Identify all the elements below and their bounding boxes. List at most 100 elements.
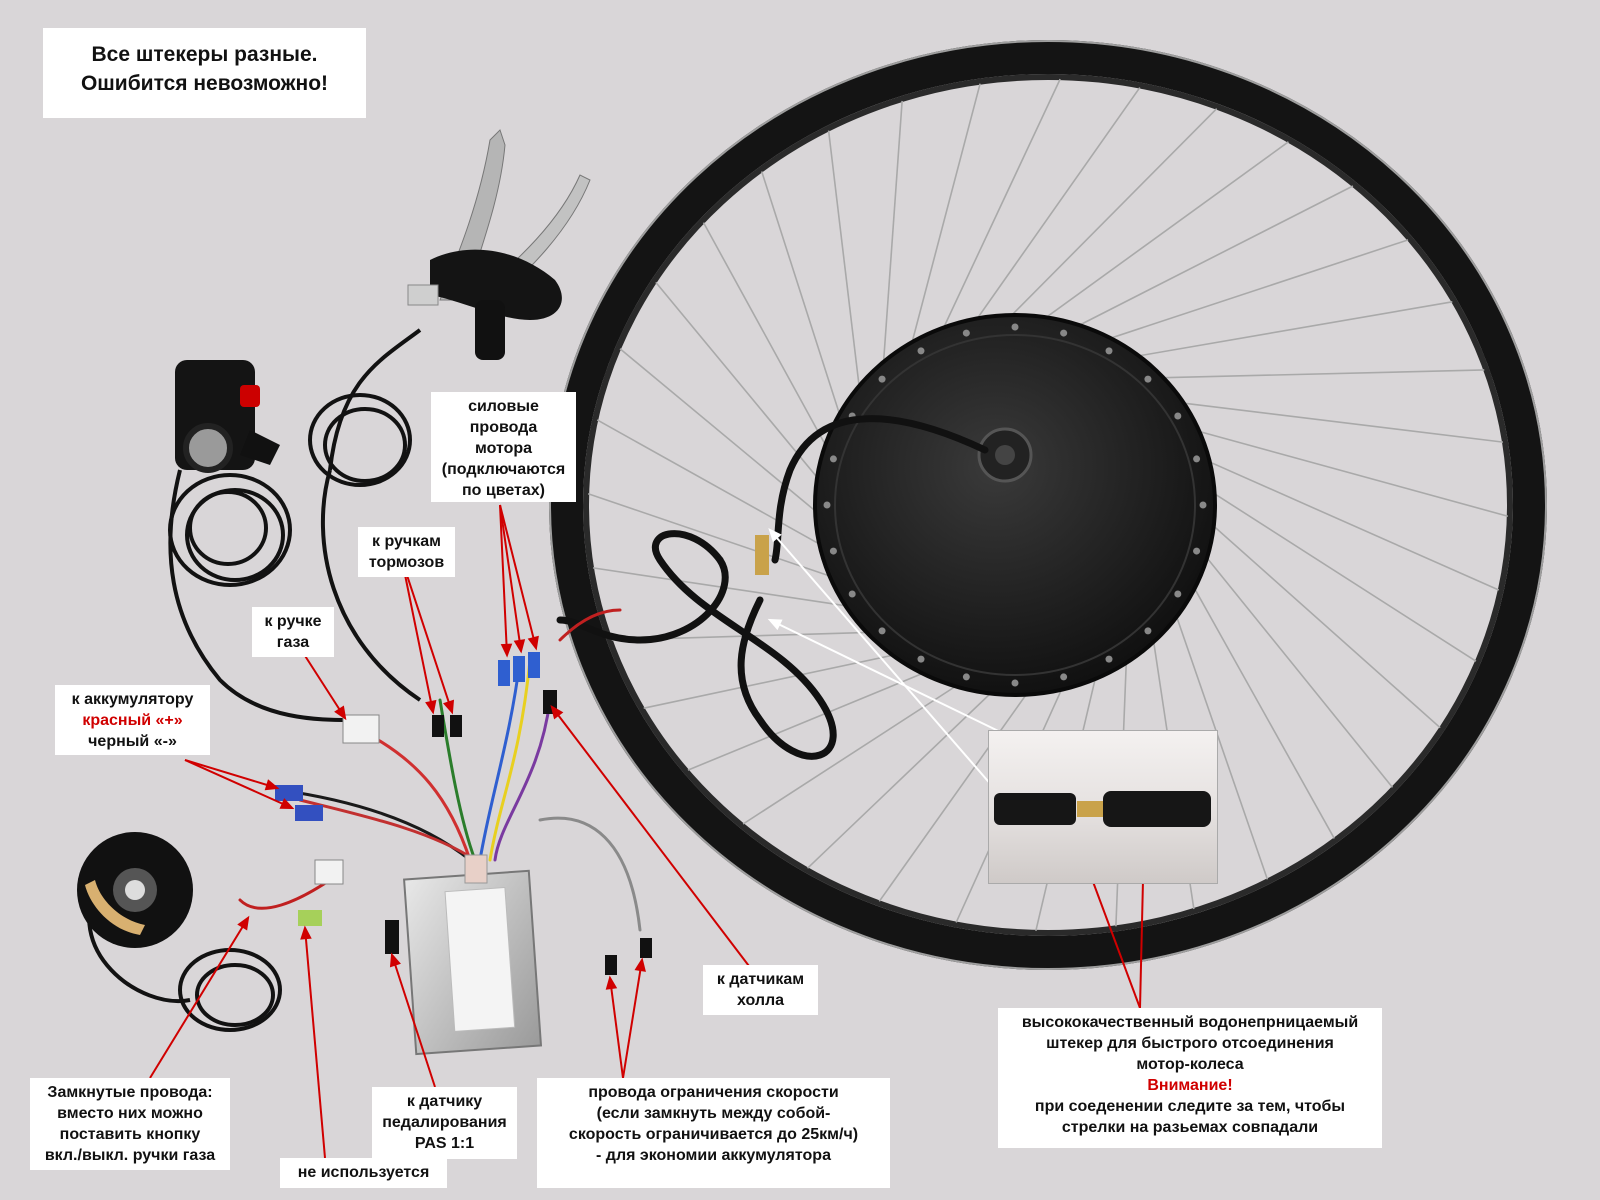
throttle-line-1: к ручке	[264, 613, 322, 630]
hub-bolt	[1193, 547, 1201, 555]
hall-sensors-label: к датчикам холла	[703, 965, 818, 1015]
arrow-line	[401, 559, 453, 713]
arrow-head	[527, 635, 539, 651]
spoke	[643, 647, 928, 709]
hub-bolt	[962, 673, 970, 681]
hub-bolt	[1011, 323, 1019, 331]
arrow-head	[513, 639, 526, 654]
arrow-head	[279, 798, 295, 810]
hub-bolt	[1199, 501, 1207, 509]
spoke	[901, 83, 981, 379]
arrow-line	[299, 647, 346, 719]
arrow-line	[499, 504, 508, 656]
arrow-line	[391, 954, 436, 1088]
spoke	[1102, 301, 1453, 363]
spoke	[596, 419, 851, 563]
spoke	[742, 666, 986, 825]
spoke	[807, 669, 1016, 869]
brake-handles-line-2: тормозов	[368, 554, 445, 571]
connector-line-3: мотор-колеса	[1136, 1056, 1244, 1073]
motor-power-line-5: по цветах)	[462, 482, 545, 499]
spoke	[1189, 504, 1441, 729]
spoke	[954, 87, 1141, 351]
motor-power-line-3: мотора	[474, 440, 533, 457]
hub-bolt	[1144, 627, 1152, 635]
spoke	[702, 222, 844, 477]
spoke	[687, 659, 956, 771]
arrow-head	[605, 975, 618, 990]
motor-power-line-4: (подключаются	[441, 461, 566, 478]
connector-line-1: высококачественный водонепрницаемый	[1021, 1014, 1359, 1031]
throttle-grip	[175, 360, 280, 473]
arrow-head	[264, 779, 280, 791]
spoke	[1186, 475, 1477, 662]
spoke	[1179, 447, 1500, 591]
speed-limit-label: провода ограничения скорости (если замкн…	[537, 1078, 890, 1188]
wheel-tire	[549, 40, 1547, 970]
motor-wheel	[549, 40, 1547, 970]
hub-bolt	[829, 547, 837, 555]
connector-label: высококачественный водонепрницаемый штек…	[998, 1008, 1382, 1148]
arrow-line	[551, 706, 753, 971]
shorted-line-3: поставить кнопку	[59, 1126, 201, 1143]
spoke	[880, 100, 903, 399]
brake-lever	[407, 129, 591, 360]
shorted-line-4: вкл./выкл. ручки газа	[44, 1147, 216, 1164]
speed-limit-line-4: - для экономии аккумулятора	[596, 1147, 831, 1164]
spoke	[1166, 421, 1509, 518]
hub-bolt	[823, 501, 831, 509]
hub-bolt	[848, 590, 856, 598]
arrow-line	[304, 927, 326, 1159]
spoke	[1178, 561, 1335, 839]
battery-label: к аккумулятору красный «+» черный «-»	[55, 685, 210, 755]
hub-bolt	[1174, 412, 1182, 420]
arrow-line	[499, 504, 537, 649]
arrow-head	[443, 699, 455, 715]
spoke	[619, 348, 844, 535]
shorted-wires-label: Замкнутые провода: вместо них можно пост…	[30, 1078, 230, 1170]
shorted-line-1: Замкнутые провода:	[47, 1084, 213, 1101]
brake-handles-line-1: к ручкам	[372, 533, 441, 550]
throttle-label: к ручке газа	[252, 607, 334, 657]
hub-bolt	[829, 455, 837, 463]
spoke	[1074, 239, 1409, 351]
hub-bolt	[917, 347, 925, 355]
arrow-head	[500, 643, 513, 658]
spoke	[1045, 185, 1354, 344]
hub-bolt	[1193, 455, 1201, 463]
annotation-arrows	[149, 504, 1151, 1159]
arrow-line	[184, 759, 293, 809]
unused-label: не используется	[280, 1158, 447, 1188]
arrow-line	[622, 959, 643, 1079]
colored-wires	[238, 608, 642, 932]
pas-sensor-disc	[77, 832, 193, 948]
arrow-head	[768, 528, 782, 543]
speed-limit-line-2: (если замкнуть между собой-	[596, 1105, 831, 1122]
spoke	[760, 171, 852, 449]
arrow-head	[425, 699, 437, 715]
hub-bolt	[1011, 679, 1019, 687]
arrow-line	[499, 504, 522, 652]
arrow-head	[634, 957, 646, 972]
wheel-rim	[583, 74, 1513, 936]
speed-limit-line-1: провода ограничения скорости	[588, 1084, 839, 1101]
hub-bolt	[1174, 590, 1182, 598]
connector-line-4: при соеденении следите за тем, чтобы	[1034, 1098, 1346, 1115]
motor-connector-plug	[755, 535, 769, 575]
brake-handles-label: к ручкам тормозов	[358, 527, 455, 577]
hall-line-1: к датчикам	[716, 971, 805, 988]
motor-power-label: силовые провода мотора (подключаются по …	[431, 392, 576, 502]
spoke	[1014, 141, 1289, 341]
hall-line-2: холла	[736, 992, 785, 1009]
hub-bolt	[1105, 347, 1113, 355]
pas-line-1: к датчику	[406, 1093, 483, 1110]
arrow-head	[389, 952, 401, 968]
wheel-spokes	[587, 78, 1509, 932]
hub-bolt	[878, 375, 886, 383]
connector-line-2: штекер для быстрого отсоединения	[1046, 1035, 1334, 1052]
pas-line-3: PAS 1:1	[414, 1135, 475, 1152]
connector-line-5: стрелки на разьемах совпадали	[1061, 1119, 1319, 1136]
hub-motor	[813, 313, 1217, 697]
hub-bolt	[1060, 329, 1068, 337]
spoke	[1127, 369, 1485, 380]
